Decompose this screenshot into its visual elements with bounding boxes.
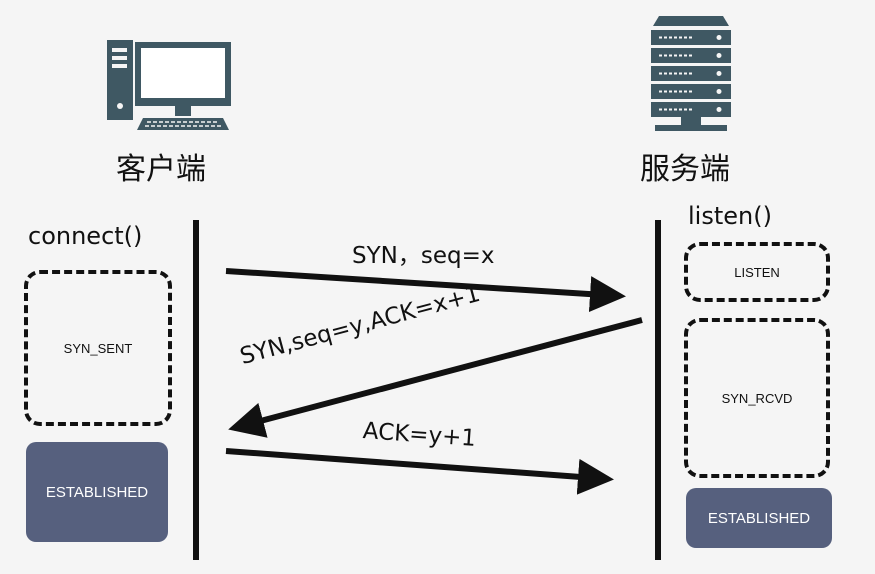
client-established-label: ESTABLISHED bbox=[45, 483, 149, 501]
desktop-computer-icon bbox=[107, 40, 231, 130]
syn-sent-label: SYN_SENT bbox=[63, 340, 133, 356]
listen-label: LISTEN bbox=[734, 264, 780, 280]
server-rack-icon bbox=[651, 16, 731, 131]
server-listen-call: listen() bbox=[688, 202, 772, 230]
server-title: 服务端 bbox=[640, 152, 730, 187]
syn-message-label: SYN，seq=x bbox=[352, 243, 495, 269]
client-state-syn-sent: SYN_SENT bbox=[24, 270, 172, 426]
client-state-established: ESTABLISHED bbox=[26, 442, 168, 542]
server-established-label: ESTABLISHED bbox=[707, 509, 811, 527]
syn-rcvd-label: SYN_RCVD bbox=[721, 390, 793, 406]
server-state-listen: LISTEN bbox=[684, 242, 830, 302]
server-state-established: ESTABLISHED bbox=[686, 488, 832, 548]
client-connect-call: connect() bbox=[28, 222, 143, 250]
ack-arrow bbox=[225, 448, 614, 495]
syn-arrow bbox=[225, 268, 626, 313]
server-state-syn-rcvd: SYN_RCVD bbox=[684, 318, 830, 478]
client-title: 客户端 bbox=[116, 152, 206, 187]
syn-ack-arrow bbox=[228, 317, 643, 438]
